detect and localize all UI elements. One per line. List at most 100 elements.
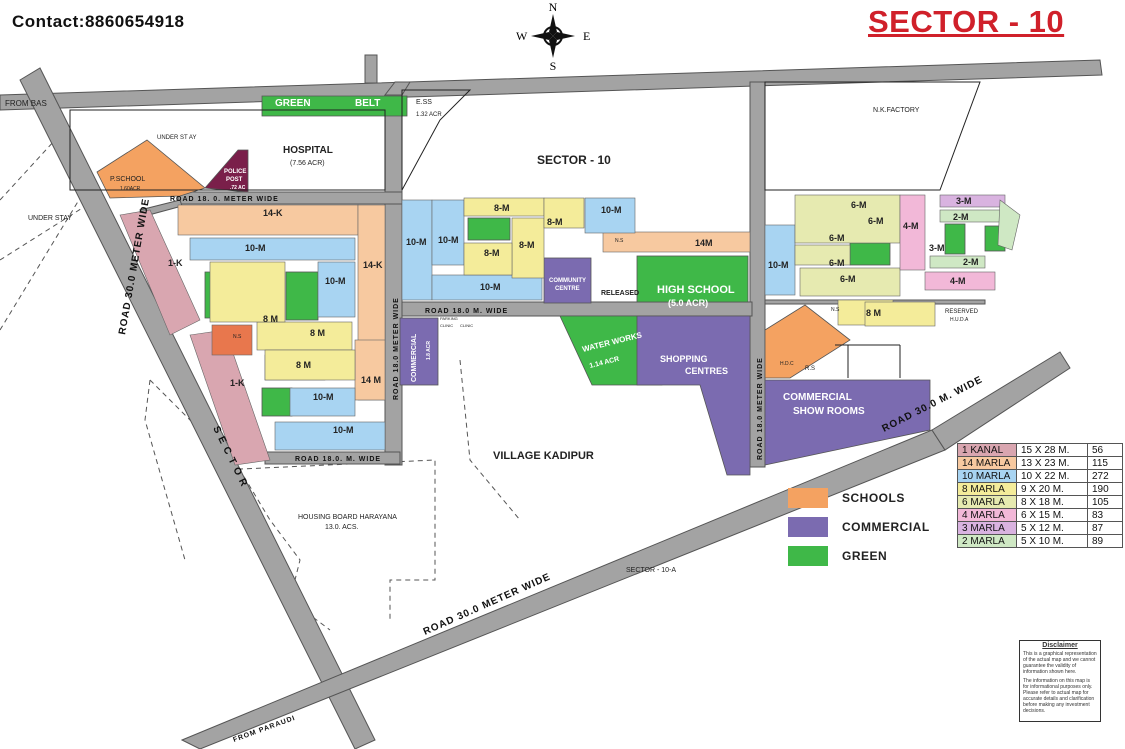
parking-label: PARKING — [440, 316, 458, 321]
plot-size-type: 3 MARLA — [957, 521, 1017, 535]
plot-size-size: 13 X 23 M. — [1016, 456, 1088, 470]
plot-size-size: 5 X 10 M. — [1016, 534, 1088, 548]
community-label-2: CENTRE — [555, 286, 580, 292]
plot-size-type: 4 MARLA — [957, 508, 1017, 522]
commercial-vertical-label: COMMERCIAL — [411, 333, 418, 382]
clinic-label-1: CLINIC — [440, 323, 453, 328]
block-8m: 8 M — [263, 314, 278, 324]
plot-size-count: 87 — [1087, 521, 1123, 535]
block-10m: 10-M — [768, 260, 789, 270]
compass-n: N — [549, 0, 558, 14]
block-6m: 6-M — [868, 216, 884, 226]
hospital-area-label: (7.56 ACR) — [290, 160, 325, 167]
legend-label: COMMERCIAL — [842, 519, 930, 534]
plot-size-type: 1 KANAL — [957, 443, 1017, 457]
block-10m: 10-M — [333, 425, 354, 435]
block-14k: 14-K — [263, 208, 283, 218]
ns-label-2: N.S — [615, 238, 624, 244]
plot-size-count: 56 — [1087, 443, 1123, 457]
community-centre-zone — [543, 257, 592, 304]
road-18-vertical-label-2: ROAD 18.0 METER WIDE — [757, 357, 764, 460]
road-network — [0, 54, 1103, 749]
legend-item-commercial: COMMERCIAL — [788, 512, 930, 541]
from-bas-label: FROM BAS — [5, 99, 47, 108]
block-4m: 4-M — [950, 276, 966, 286]
police-label-2: POST — [226, 177, 243, 183]
commercial-zone — [399, 317, 439, 386]
residential-blocks — [119, 194, 1021, 466]
block-8m: 8-M — [494, 203, 510, 213]
nk-factory-label: N.K.FACTORY — [873, 107, 920, 114]
legend-label: SCHOOLS — [842, 490, 905, 505]
legend-swatch — [788, 516, 828, 537]
block-10m: 10-M — [480, 282, 501, 292]
nursery-school-zone — [764, 304, 851, 379]
p-school-area-label: 1.60ACR — [120, 186, 141, 192]
legend-label: GREEN — [842, 548, 888, 563]
block-3m: 3-M — [956, 196, 972, 206]
block-10m: 10-M — [325, 276, 346, 286]
show-rooms-label-1: COMMERCIAL — [783, 392, 852, 403]
plot-size-type: 6 MARLA — [957, 495, 1017, 509]
plot-size-type: 14 MARLA — [957, 456, 1017, 470]
housing-label-1: HOUSING BOARD HARAYANA — [298, 514, 397, 521]
block-1k: 1-K — [230, 378, 245, 388]
road-top-label: ROAD 18. 0. METER WIDE — [170, 196, 279, 203]
plot-size-size: 6 X 15 M. — [1016, 508, 1088, 522]
road-vertical-1 — [384, 94, 403, 466]
green-belt-zone — [261, 95, 408, 117]
ns-label-3: N.S — [233, 334, 242, 340]
contact-number: Contact:8860654918 — [12, 12, 185, 31]
police-label-1: POLICE — [224, 169, 246, 175]
block-14m: 14M — [695, 238, 713, 248]
high-school-label-1: HIGH SCHOOL — [657, 284, 735, 296]
show-rooms-label-2: SHOW ROOMS — [793, 406, 865, 417]
police-post-zone — [204, 149, 249, 193]
released-label: RELEASED — [601, 290, 639, 297]
legend-item-green: GREEN — [788, 541, 930, 570]
rs-label: R.S — [805, 366, 815, 372]
compass-w: W — [516, 29, 528, 43]
plot-size-size: 9 X 20 M. — [1016, 482, 1088, 496]
plot-size-type: 2 MARLA — [957, 534, 1017, 548]
block-8m: 8 M — [866, 308, 881, 318]
housing-label-2: 13.0. ACS. — [325, 524, 359, 531]
shopping-label-2: CENTRES — [685, 366, 728, 376]
p-school-zone — [96, 139, 206, 199]
block-3m: 3-M — [929, 243, 945, 253]
village-label: VILLAGE KADIPUR — [493, 450, 594, 462]
block-6m: 6-M — [829, 233, 845, 243]
block-4m: 4-M — [903, 221, 919, 231]
disclaimer-box: Disclaimer This is a graphical represent… — [1019, 640, 1101, 722]
block-10m: 10-M — [245, 243, 266, 253]
plot-size-size: 8 X 18 M. — [1016, 495, 1088, 509]
block-8m: 8 M — [310, 328, 325, 338]
p-school-label: P.SCHOOL — [110, 176, 145, 183]
page-title: SECTOR - 10 — [868, 4, 1065, 39]
ess-area-label: 1.32 ACR — [416, 112, 442, 118]
ns-label-1: N.S — [831, 307, 840, 313]
plot-size-type: 10 MARLA — [957, 469, 1017, 483]
commercial-area-label: 1.8 ACR — [426, 341, 432, 360]
plot-size-size: 10 X 22 M. — [1016, 469, 1088, 483]
block-8m: 8-M — [484, 248, 500, 258]
block-6m: 6-M — [840, 274, 856, 284]
ess-label: E.SS — [416, 99, 432, 106]
reserved-label-1: RESERVED — [945, 309, 979, 315]
block-10m: 10-M — [438, 235, 459, 245]
block-2m: 2-M — [953, 212, 969, 222]
green-belt-label-1: GREEN — [275, 98, 311, 109]
shopping-label-1: SHOPPING — [660, 354, 708, 364]
sector-center-label: SECTOR - 10 — [537, 153, 611, 167]
plot-size-count: 115 — [1087, 456, 1123, 470]
reserved-label-2: H.U.D.A — [950, 317, 969, 323]
hospital-label: HOSPITAL — [283, 145, 333, 156]
under-stay-label-2: UNDER STAY — [28, 215, 72, 222]
